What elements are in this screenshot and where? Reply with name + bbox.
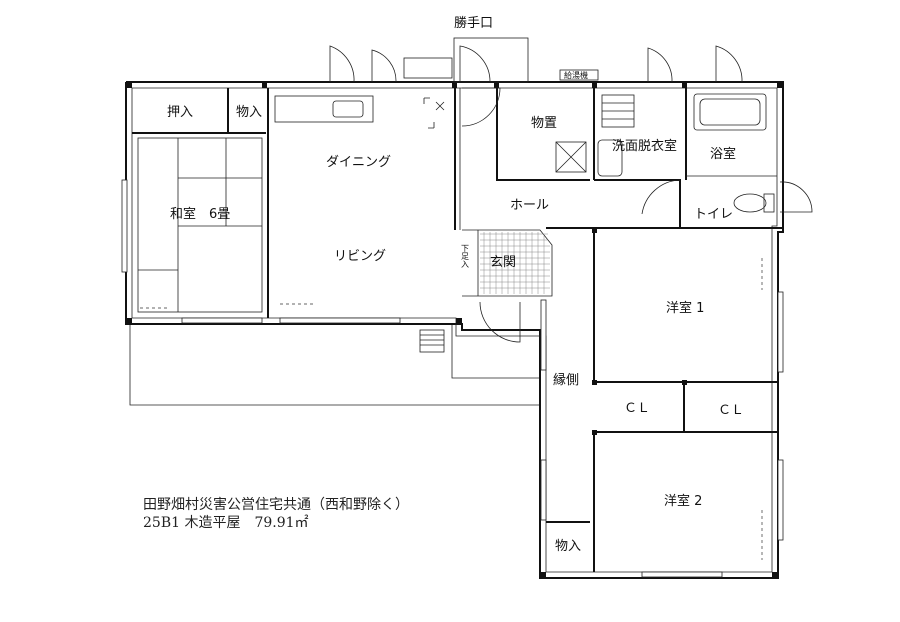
terrace-outline (129, 325, 541, 406)
windows (121, 179, 784, 578)
room-label-oshiire: 押入 (167, 105, 193, 120)
back-door-step (403, 37, 599, 83)
room-label-getabako: 下足入 (461, 244, 470, 268)
room-label-youshitsu1: 洋室 1 (666, 300, 704, 316)
room-label-monooki: 物置 (531, 116, 557, 131)
caption-line-1: 田野畑村災害公営住宅共通（西和野除く） (143, 497, 409, 513)
bathtub (693, 93, 767, 131)
kitchen-counter (274, 95, 374, 123)
washbasin (597, 139, 623, 177)
room-label-washitsu: 和室 6畳 (170, 206, 230, 222)
room-label-engawa: 縁側 (553, 372, 579, 388)
label-katteguchi: 勝手口 (454, 16, 493, 31)
interior-walls (132, 88, 783, 572)
room-label-cl2: ＣＬ (718, 403, 744, 418)
room-label-yokushitsu: 浴室 (710, 146, 736, 162)
room-label-living: リビング (334, 249, 386, 264)
toilet-fixture (733, 193, 775, 213)
room-label-monoire-top: 物入 (236, 105, 262, 120)
floor-hatch (555, 141, 587, 173)
room-label-cl1: ＣＬ (624, 401, 650, 416)
outdoor-grate (419, 329, 445, 353)
label-kyuto: 給湯機 (564, 70, 588, 80)
tatami-mats (137, 137, 263, 313)
closet-rails (140, 258, 763, 560)
washer-pan (601, 94, 635, 128)
room-label-dining: ダイニング (326, 155, 391, 170)
doors (329, 45, 813, 343)
room-label-youshitsu2: 洋室 2 (664, 493, 702, 509)
room-label-hall: ホール (510, 198, 549, 213)
room-label-senmen: 洗面脱衣室 (612, 138, 677, 154)
plan-caption: 田野畑村災害公営住宅共通（西和野除く） 25B1 木造平屋 79.91㎡ (143, 496, 409, 532)
room-label-toilet: トイレ (694, 207, 733, 222)
caption-line-2: 25B1 木造平屋 79.91㎡ (143, 515, 309, 531)
room-label-monoire-bottom: 物入 (555, 539, 581, 554)
genkan-tiles (480, 232, 550, 294)
ceiling-mark (423, 97, 445, 129)
room-label-genkan: 玄関 (490, 255, 516, 270)
